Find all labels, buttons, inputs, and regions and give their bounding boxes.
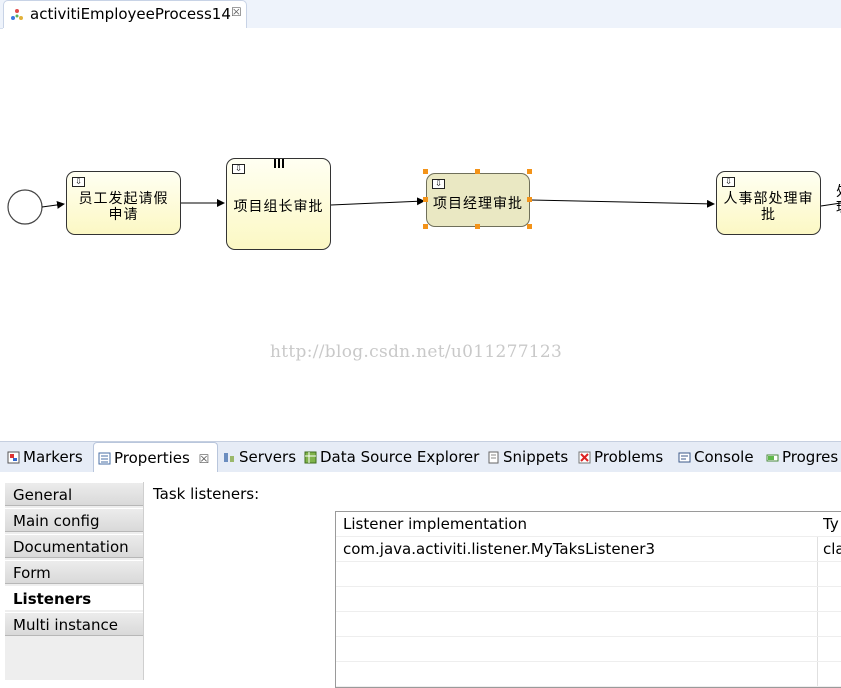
user-task-hr-processing[interactable]: ⇩ 人事部处理审 批 (716, 171, 821, 235)
task-label-line2: 批 (761, 207, 776, 223)
markers-icon (7, 451, 20, 464)
tab-servers[interactable]: Servers (223, 442, 296, 472)
properties-section-list: General Main config Documentation Form L… (5, 482, 144, 680)
tab-label: Data Source Explorer (320, 448, 480, 466)
editor-tab-bar: activitiEmployeeProcess14 ☒ (0, 0, 841, 29)
watermark: http://blog.csdn.net/u011277123 (270, 342, 563, 362)
table-row-empty[interactable] (336, 587, 841, 612)
tab-label: Problems (594, 448, 664, 466)
diagram-canvas[interactable]: ⇩ 员工发起请假 申请 ⇩ 项目组长审批 ⇩ 项目经理审批 ⇩ 人事部处理审 批… (3, 28, 841, 438)
offscreen-task-label-line2: 理 (836, 200, 841, 216)
task-label-line1: 人事部处理审 (723, 191, 814, 207)
view-tab-bar: Markers Properties ☒ Servers Data Source… (0, 441, 841, 473)
tab-label: Markers (23, 448, 83, 466)
table-row-empty[interactable] (336, 562, 841, 587)
user-task-icon: ⇩ (432, 179, 445, 189)
listener-type-cell: cla (823, 540, 841, 558)
sequence-flow-5 (820, 202, 841, 207)
selection-handle[interactable] (423, 224, 428, 229)
sequence-flow-3 (330, 197, 425, 206)
console-icon (678, 452, 691, 463)
tab-label: Servers (239, 448, 297, 466)
table-row-empty[interactable] (336, 662, 841, 687)
section-listeners[interactable]: Listeners (5, 586, 143, 610)
tab-label: Progres (782, 448, 839, 466)
offscreen-task-label: 处 理 (836, 184, 841, 216)
properties-view: General Main config Documentation Form L… (0, 472, 841, 688)
process-diagram-icon (11, 9, 23, 20)
section-form[interactable]: Form (5, 560, 143, 584)
tab-problems[interactable]: Problems (578, 442, 663, 472)
problems-icon (578, 451, 591, 464)
editor-tab-title: activitiEmployeeProcess14 (30, 5, 231, 23)
data-source-icon (304, 451, 317, 464)
task-listeners-table[interactable]: Listener implementation Ty com.java.acti… (335, 511, 841, 688)
section-multi-instance[interactable]: Multi instance (5, 612, 143, 636)
user-task-icon: ⇩ (722, 177, 735, 187)
snippets-icon (488, 451, 499, 464)
properties-icon (98, 452, 111, 465)
task-label: 项目组长审批 (233, 199, 324, 215)
column-header-type[interactable]: Ty (823, 515, 839, 533)
tab-progress[interactable]: Progres (766, 442, 838, 472)
progress-icon (766, 454, 779, 462)
editor-tab-process[interactable]: activitiEmployeeProcess14 ☒ (3, 0, 247, 28)
table-header: Listener implementation Ty (336, 512, 841, 537)
parallel-multi-instance-icon (273, 159, 284, 168)
selection-handle[interactable] (475, 224, 480, 229)
column-divider (817, 512, 818, 687)
user-task-icon: ⇩ (232, 164, 245, 174)
tab-label: Console (694, 448, 754, 466)
start-event (7, 189, 43, 225)
task-listeners-label: Task listeners: (153, 485, 260, 503)
task-label: 项目经理审批 (433, 196, 523, 212)
selection-handle[interactable] (475, 169, 480, 174)
task-label-line1: 员工发起请假 (78, 191, 169, 207)
sequence-flow-1 (41, 200, 65, 209)
close-icon[interactable]: ☒ (231, 5, 242, 19)
column-header-implementation[interactable]: Listener implementation (343, 515, 527, 533)
offscreen-task-label-line1: 处 (836, 184, 841, 200)
servers-icon (224, 453, 234, 462)
tab-label: Snippets (503, 448, 569, 466)
tab-data-source-explorer[interactable]: Data Source Explorer (304, 442, 479, 472)
tab-properties[interactable]: Properties ☒ (93, 442, 218, 472)
selection-handle[interactable] (527, 169, 532, 174)
selection-handle[interactable] (527, 224, 532, 229)
section-documentation[interactable]: Documentation (5, 534, 143, 558)
selection-handle[interactable] (527, 197, 532, 202)
sequence-flow-4 (530, 199, 715, 208)
tab-snippets[interactable]: Snippets (487, 442, 568, 472)
sequence-flows (7, 189, 841, 225)
tab-console[interactable]: Console (678, 442, 754, 472)
selection-handle[interactable] (423, 197, 428, 202)
section-main-config[interactable]: Main config (5, 508, 143, 532)
table-row-empty[interactable] (336, 612, 841, 637)
close-icon[interactable]: ☒ (198, 452, 210, 466)
tab-markers[interactable]: Markers (7, 442, 83, 472)
task-label-line2: 申请 (108, 207, 139, 223)
tab-label: Properties (114, 449, 190, 467)
user-task-team-lead-approval[interactable]: ⇩ 项目组长审批 (226, 158, 331, 250)
selection-handle[interactable] (423, 169, 428, 174)
listener-implementation-cell: com.java.activiti.listener.MyTaksListene… (343, 540, 655, 558)
table-row-empty[interactable] (336, 637, 841, 662)
table-row[interactable]: com.java.activiti.listener.MyTaksListene… (336, 537, 841, 562)
user-task-project-manager-approval[interactable]: ⇩ 项目经理审批 (426, 173, 530, 227)
user-task-employee-request[interactable]: ⇩ 员工发起请假 申请 (66, 171, 181, 235)
section-general[interactable]: General (5, 482, 143, 506)
user-task-icon: ⇩ (72, 177, 85, 187)
